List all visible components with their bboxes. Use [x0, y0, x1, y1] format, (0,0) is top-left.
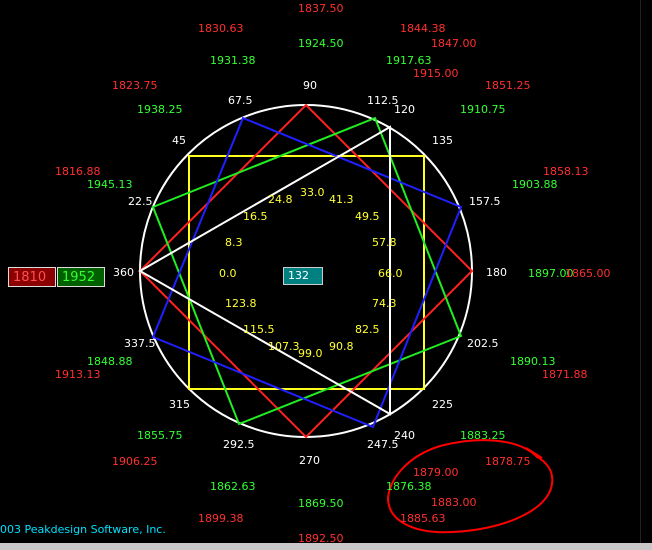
- wheel-label: 120: [394, 103, 415, 116]
- wheel-label: 1890.13: [510, 355, 556, 368]
- wheel-label: 1844.38: [400, 22, 446, 35]
- wheel-label: 1910.75: [460, 103, 506, 116]
- center-value-box[interactable]: 132: [283, 267, 323, 285]
- yellow-square: [188, 155, 425, 390]
- wheel-label: 1892.50: [298, 532, 344, 545]
- wheel-label: 66.0: [378, 267, 403, 280]
- wheel-label: 33.0: [300, 186, 325, 199]
- red-square: [138, 103, 474, 439]
- wheel-label: 315: [169, 398, 190, 411]
- wheel-label: 202.5: [467, 337, 499, 350]
- wheel-label: 1903.88: [512, 178, 558, 191]
- wheel-label: 1878.75: [485, 455, 531, 468]
- end-value-input[interactable]: 1952: [57, 267, 105, 287]
- window-bottom-bar: [0, 543, 652, 550]
- wheel-label: 1837.50: [298, 2, 344, 15]
- wheel-label: 57.8: [372, 236, 397, 249]
- wheel-label: 45: [172, 134, 186, 147]
- wheel-label: 1823.75: [112, 79, 158, 92]
- wheel-label: 1924.50: [298, 37, 344, 50]
- wheel-label: 49.5: [355, 210, 380, 223]
- wheel-label: 1876.38: [386, 480, 432, 493]
- wheel-label: 1899.38: [198, 512, 244, 525]
- green-square: [151, 116, 463, 426]
- wheel-label: 225: [432, 398, 453, 411]
- wheel-label: 1855.75: [137, 429, 183, 442]
- wheel-label: 8.3: [225, 236, 243, 249]
- wheel-label: 1816.88: [55, 165, 101, 178]
- wheel-label: 99.0: [298, 347, 323, 360]
- wheel-label: 115.5: [243, 323, 275, 336]
- wheel-label: 135: [432, 134, 453, 147]
- wheel-label: 16.5: [243, 210, 268, 223]
- wheel-label: 1913.13: [55, 368, 101, 381]
- wheel-label: 1858.13: [543, 165, 589, 178]
- wheel-label: 22.5: [128, 195, 153, 208]
- wheel-label: 1885.63: [400, 512, 446, 525]
- wheel-label: 82.5: [355, 323, 380, 336]
- wheel-label: 107.3: [268, 340, 300, 353]
- wheel-label: 123.8: [225, 297, 257, 310]
- window-right-edge: [640, 0, 652, 543]
- wheel-label: 292.5: [223, 438, 255, 451]
- wheel-label: 90: [303, 79, 317, 92]
- red-annotation-circle: [386, 439, 554, 534]
- wheel-label: 1883.25: [460, 429, 506, 442]
- wheel-label: 1851.25: [485, 79, 531, 92]
- wheel-label: 74.3: [372, 297, 397, 310]
- wheel-label: 1862.63: [210, 480, 256, 493]
- wheel-label: 247.5: [367, 438, 399, 451]
- wheel-label: 1865.00: [565, 267, 611, 280]
- wheel-label: 1830.63: [198, 22, 244, 35]
- blue-square: [151, 116, 463, 429]
- wheel-label: 41.3: [329, 193, 354, 206]
- wheel-label: 1917.63: [386, 54, 432, 67]
- wheel-label: 24.8: [268, 193, 293, 206]
- wheel-label: 1883.00: [431, 496, 477, 509]
- wheel-label: 360: [113, 266, 134, 279]
- wheel-label: 1879.00: [413, 466, 459, 479]
- wheel-label: 270: [299, 454, 320, 467]
- wheel-label: 337.5: [124, 337, 156, 350]
- wheel-label: 1938.25: [137, 103, 183, 116]
- wheel-label: 112.5: [367, 94, 399, 107]
- wheel-label: 1848.88: [87, 355, 133, 368]
- wheel-label: 0.0: [219, 267, 237, 280]
- wheel-label: 1915.00: [413, 67, 459, 80]
- white-triangle: [137, 125, 391, 416]
- wheel-label: 1945.13: [87, 178, 133, 191]
- red-annotation-tick: [525, 447, 543, 459]
- wheel-label: 90.8: [329, 340, 354, 353]
- wheel-label: 1871.88: [542, 368, 588, 381]
- wheel-label: 1869.50: [298, 497, 344, 510]
- wheel-label: 67.5: [228, 94, 253, 107]
- start-value-input[interactable]: 1810: [8, 267, 56, 287]
- wheel-label: 240: [394, 429, 415, 442]
- copyright-text: 003 Peakdesign Software, Inc.: [0, 523, 166, 536]
- wheel-label: 1897.00: [528, 267, 574, 280]
- wheel-label: 180: [486, 266, 507, 279]
- wheel-label: 157.5: [469, 195, 501, 208]
- wheel-label: 1931.38: [210, 54, 256, 67]
- wheel-label: 1906.25: [112, 455, 158, 468]
- wheel-label: 1847.00: [431, 37, 477, 50]
